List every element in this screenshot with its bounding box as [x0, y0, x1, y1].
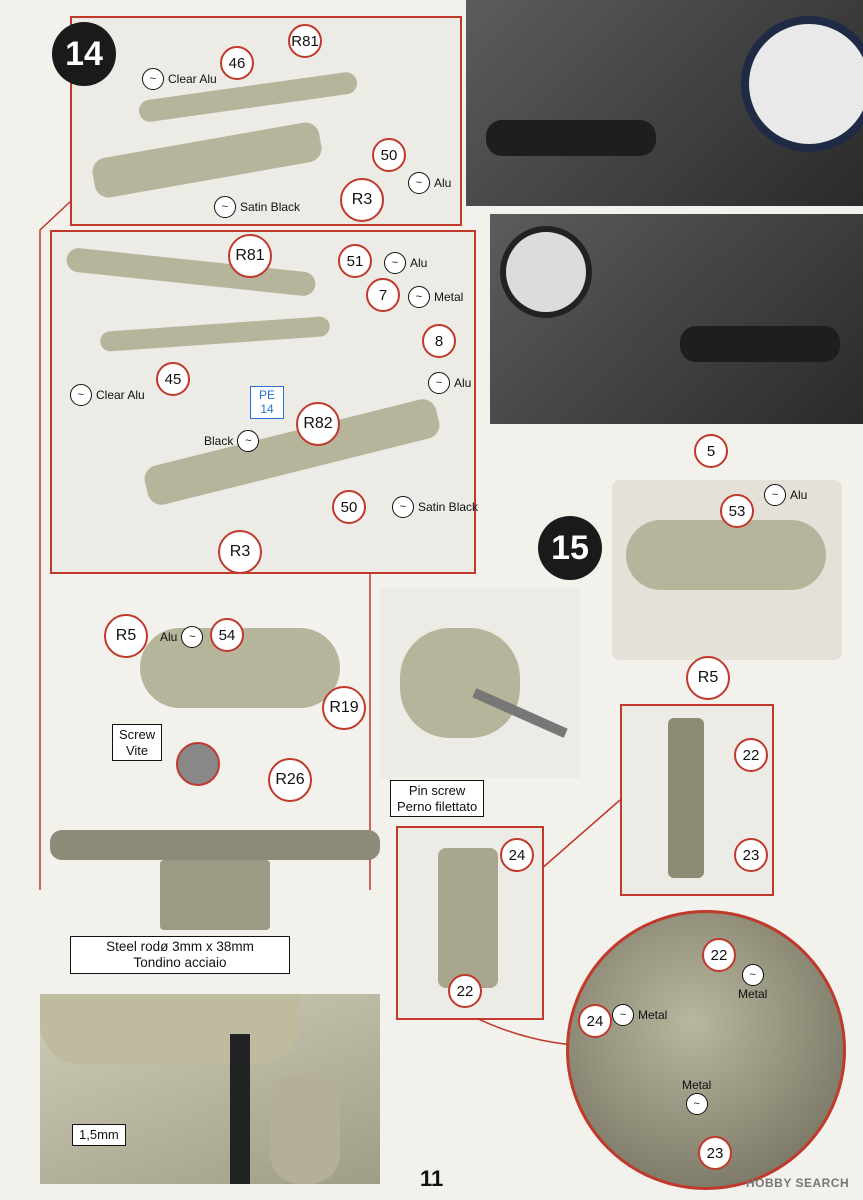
callout-r19: R19: [322, 686, 366, 730]
callout-r81-mid: R81: [228, 234, 272, 278]
brush-icon: ~: [142, 68, 164, 90]
callout-r3-top: R3: [340, 178, 384, 222]
callout-54: 54: [210, 618, 244, 652]
grip-photo: [486, 120, 656, 156]
assembled-right-grip-part: [141, 396, 443, 508]
brush-icon: ~: [70, 384, 92, 406]
callout-23-zoom: 23: [698, 1136, 732, 1170]
front-brake-lever-part: [99, 316, 331, 352]
callout-45: 45: [156, 362, 190, 396]
paint-alu-8: ~Alu: [428, 372, 471, 394]
paint-alu-51: ~Alu: [384, 252, 427, 274]
steel-rod-label: Steel rodø 3mm x 38mm Tondino acciaio: [70, 936, 290, 975]
callout-r5-yoke: R5: [104, 614, 148, 658]
brush-icon: ~: [408, 172, 430, 194]
throttle-grip-part: [90, 120, 324, 200]
brush-icon: ~: [612, 1004, 634, 1026]
handlebar-assembly-part: [50, 830, 380, 860]
grip-photo-2: [680, 326, 840, 362]
hobby-search-watermark: HOBBY SEARCH: [746, 1176, 850, 1190]
fork-bracket-part: [400, 628, 520, 738]
paint-clear-alu-mid: ~Clear Alu: [70, 384, 145, 406]
step-14-number: 14: [52, 22, 116, 86]
pin-screw-photo: [380, 588, 580, 778]
brush-icon: ~: [408, 286, 430, 308]
steering-head: [40, 994, 300, 1064]
brush-icon: ~: [237, 430, 260, 452]
fork-tube-part: [160, 860, 270, 930]
callout-50-mid: 50: [332, 490, 366, 524]
brush-icon: ~: [181, 626, 204, 648]
callout-22-head: 22: [448, 974, 482, 1008]
callout-r81-top: R81: [288, 24, 322, 58]
callout-r82: R82: [296, 402, 340, 446]
brush-icon: ~: [428, 372, 450, 394]
right-grip-closeup: [270, 1074, 340, 1184]
callout-23-tube: 23: [734, 838, 768, 872]
callout-24-head: 24: [500, 838, 534, 872]
paint-alu-yoke: Alu~: [160, 626, 204, 648]
frame-closeup-photo: [40, 994, 380, 1184]
callout-53: 53: [720, 494, 754, 528]
paint-alu-s15: ~Alu: [764, 484, 807, 506]
speedometer: [741, 16, 863, 152]
paint-alu-top: ~Alu: [408, 172, 451, 194]
callout-r3-mid: R3: [218, 530, 262, 574]
screw-photo: [176, 742, 220, 786]
step-15-number: 15: [538, 516, 602, 580]
photo-etch-14-label: PE 14: [250, 386, 284, 419]
callout-22-tube: 22: [734, 738, 768, 772]
step14-panel-top: [70, 16, 462, 226]
brush-icon: ~: [214, 196, 236, 218]
brush-icon: ~: [384, 252, 406, 274]
brush-icon: ~: [392, 496, 414, 518]
brush-icon: ~: [741, 964, 764, 986]
pin-screw-label: Pin screw Perno filettato: [390, 780, 485, 818]
callout-46: 46: [220, 46, 254, 80]
callout-24-zoom: 24: [578, 1004, 612, 1038]
callout-r5-s15: R5: [686, 656, 730, 700]
page-number: 11: [420, 1166, 444, 1191]
paint-black-mid: Black~: [204, 430, 260, 452]
callout-8: 8: [422, 324, 456, 358]
callout-50-top: 50: [372, 138, 406, 172]
bottom-yoke-part: [626, 520, 826, 590]
callout-51: 51: [338, 244, 372, 278]
paint-satin-black-mid: ~Satin Black: [392, 496, 478, 518]
rod-visible: [230, 1034, 250, 1184]
paint-satin-black-top: ~Satin Black: [214, 196, 300, 218]
callout-22-zoom: 22: [702, 938, 736, 972]
callout-5: 5: [694, 434, 728, 468]
left-grip-part: [65, 246, 317, 298]
callout-7: 7: [366, 278, 400, 312]
paint-metal-z3: Metal~: [682, 1078, 711, 1115]
paint-clear-alu-top: ~Clear Alu: [142, 68, 217, 90]
paint-metal-z1: ~Metal: [738, 964, 767, 1001]
callout-r26: R26: [268, 758, 312, 802]
reference-photo-left-grip: [490, 214, 863, 424]
steering-tube-part: [668, 718, 704, 878]
measurement-label: 1,5mm: [72, 1124, 126, 1146]
brush-icon: ~: [685, 1093, 708, 1115]
paint-metal-7: ~Metal: [408, 286, 463, 308]
brush-icon: ~: [764, 484, 786, 506]
frame-head-part: [438, 848, 498, 988]
gauge: [500, 226, 592, 318]
reference-photo-right-grip: [466, 0, 863, 206]
paint-metal-z2: ~Metal: [612, 1004, 667, 1026]
screw-label: Screw Vite: [112, 724, 163, 762]
